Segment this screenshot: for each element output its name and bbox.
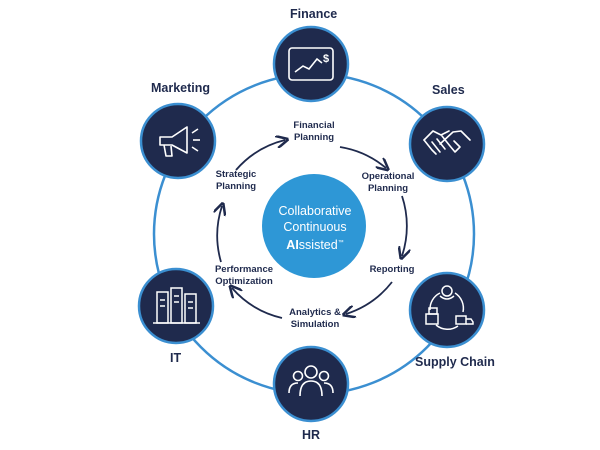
node-hr[interactable] xyxy=(272,345,350,423)
step-performance-optimization: Performance Optimization xyxy=(210,264,278,288)
step-text: Planning xyxy=(215,181,257,192)
label-it: IT xyxy=(170,351,182,365)
megaphone-icon xyxy=(159,126,200,157)
center-label: Collaborative Continuous AIssisted™ xyxy=(265,203,365,253)
node-it[interactable] xyxy=(137,267,215,345)
label-marketing: Marketing xyxy=(151,81,211,95)
step-text: Financial xyxy=(293,120,335,131)
center-ai-bold: AI xyxy=(286,238,299,253)
center-line-1: Collaborative xyxy=(278,204,352,218)
step-text: Reporting xyxy=(369,264,415,275)
center-circle xyxy=(262,174,366,278)
logistics-cycle-icon xyxy=(425,285,474,331)
center-line-3: AIssisted™ xyxy=(265,235,365,253)
label-hr: HR xyxy=(302,428,321,442)
center-line-2: Continuous xyxy=(283,220,347,234)
step-text: Planning xyxy=(367,183,409,194)
step-text: Planning xyxy=(293,132,335,143)
step-operational-planning: Operational Planning xyxy=(358,171,418,195)
process-cycle-arrows xyxy=(217,140,407,319)
node-supply-chain[interactable] xyxy=(408,271,486,349)
step-text: Performance xyxy=(214,264,274,275)
step-text: Strategic xyxy=(215,169,257,180)
step-text: Operational xyxy=(361,171,415,182)
step-reporting: Reporting xyxy=(366,264,418,276)
label-sales: Sales xyxy=(432,83,465,97)
arrow-financial-to-operational xyxy=(339,146,386,168)
step-financial-planning: Financial Planning xyxy=(288,120,340,144)
arrow-performance-to-strategic xyxy=(217,206,222,263)
arrow-reporting-to-analytics xyxy=(346,281,393,314)
trademark-symbol: ™ xyxy=(337,240,344,246)
arrow-strategic-to-financial xyxy=(235,140,285,171)
step-text: Simulation xyxy=(290,319,340,330)
label-finance: Finance xyxy=(290,7,338,21)
arrow-analytics-to-performance xyxy=(232,288,283,319)
center-ai-rest: ssisted xyxy=(298,238,338,253)
handshake-icon xyxy=(423,130,471,155)
node-marketing[interactable] xyxy=(139,102,217,180)
step-strategic-planning: Strategic Planning xyxy=(210,169,262,193)
node-finance[interactable]: $ xyxy=(272,25,350,103)
node-sales[interactable] xyxy=(408,105,486,183)
people-group-icon xyxy=(288,365,334,397)
server-racks-icon xyxy=(153,287,200,324)
arrow-operational-to-reporting xyxy=(402,195,407,256)
step-text: Analytics & xyxy=(289,307,341,318)
svg-text:$: $ xyxy=(323,53,329,65)
tablet-chart-dollar-icon: $ xyxy=(288,47,334,81)
step-text: Optimization xyxy=(215,276,273,287)
step-analytics-simulation: Analytics & Simulation xyxy=(285,307,345,331)
label-supply-chain: Supply Chain xyxy=(415,355,495,369)
